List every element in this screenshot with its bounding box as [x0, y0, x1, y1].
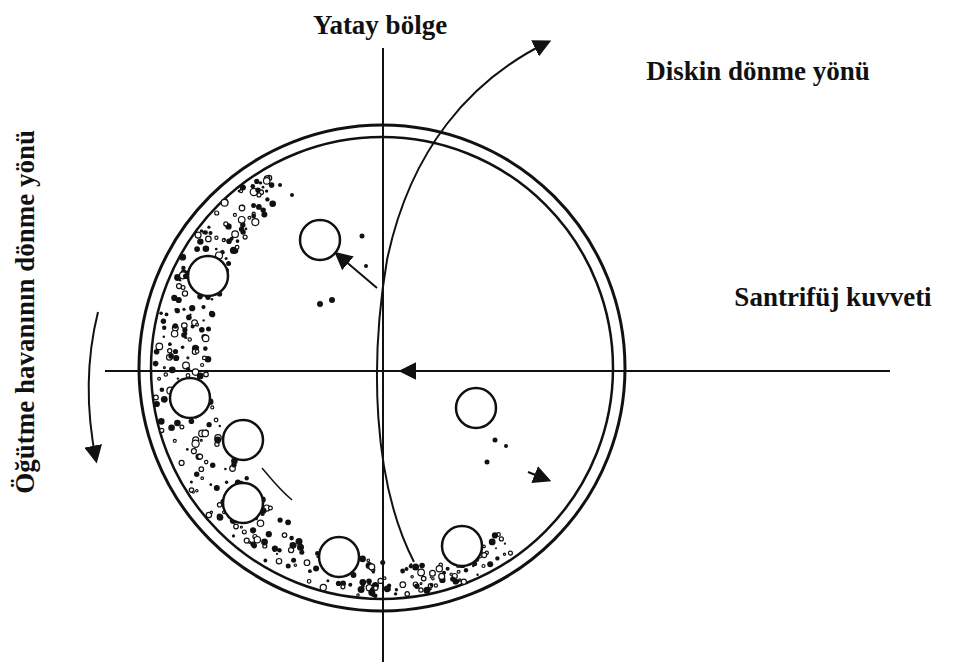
label: Öğütme havanının dönme yönü	[11, 127, 41, 497]
label: Yatay bölge	[310, 11, 450, 41]
label: Santrifüj kuvveti	[731, 283, 934, 313]
powder-particles	[153, 175, 513, 598]
vertical-axis	[382, 48, 384, 662]
loose-particles	[278, 183, 508, 465]
ball-motion-arrow	[528, 472, 548, 480]
ball-motion-arrow	[337, 254, 377, 288]
jar-rotation-arrow	[89, 312, 98, 460]
horizontal-axis	[105, 370, 890, 372]
centrifugal-arrow	[402, 370, 430, 372]
label: Diskin dönme yönü	[643, 57, 873, 87]
disc-rotation-arrow	[377, 42, 548, 562]
ball-track	[262, 468, 292, 500]
grinding-balls	[170, 220, 496, 577]
